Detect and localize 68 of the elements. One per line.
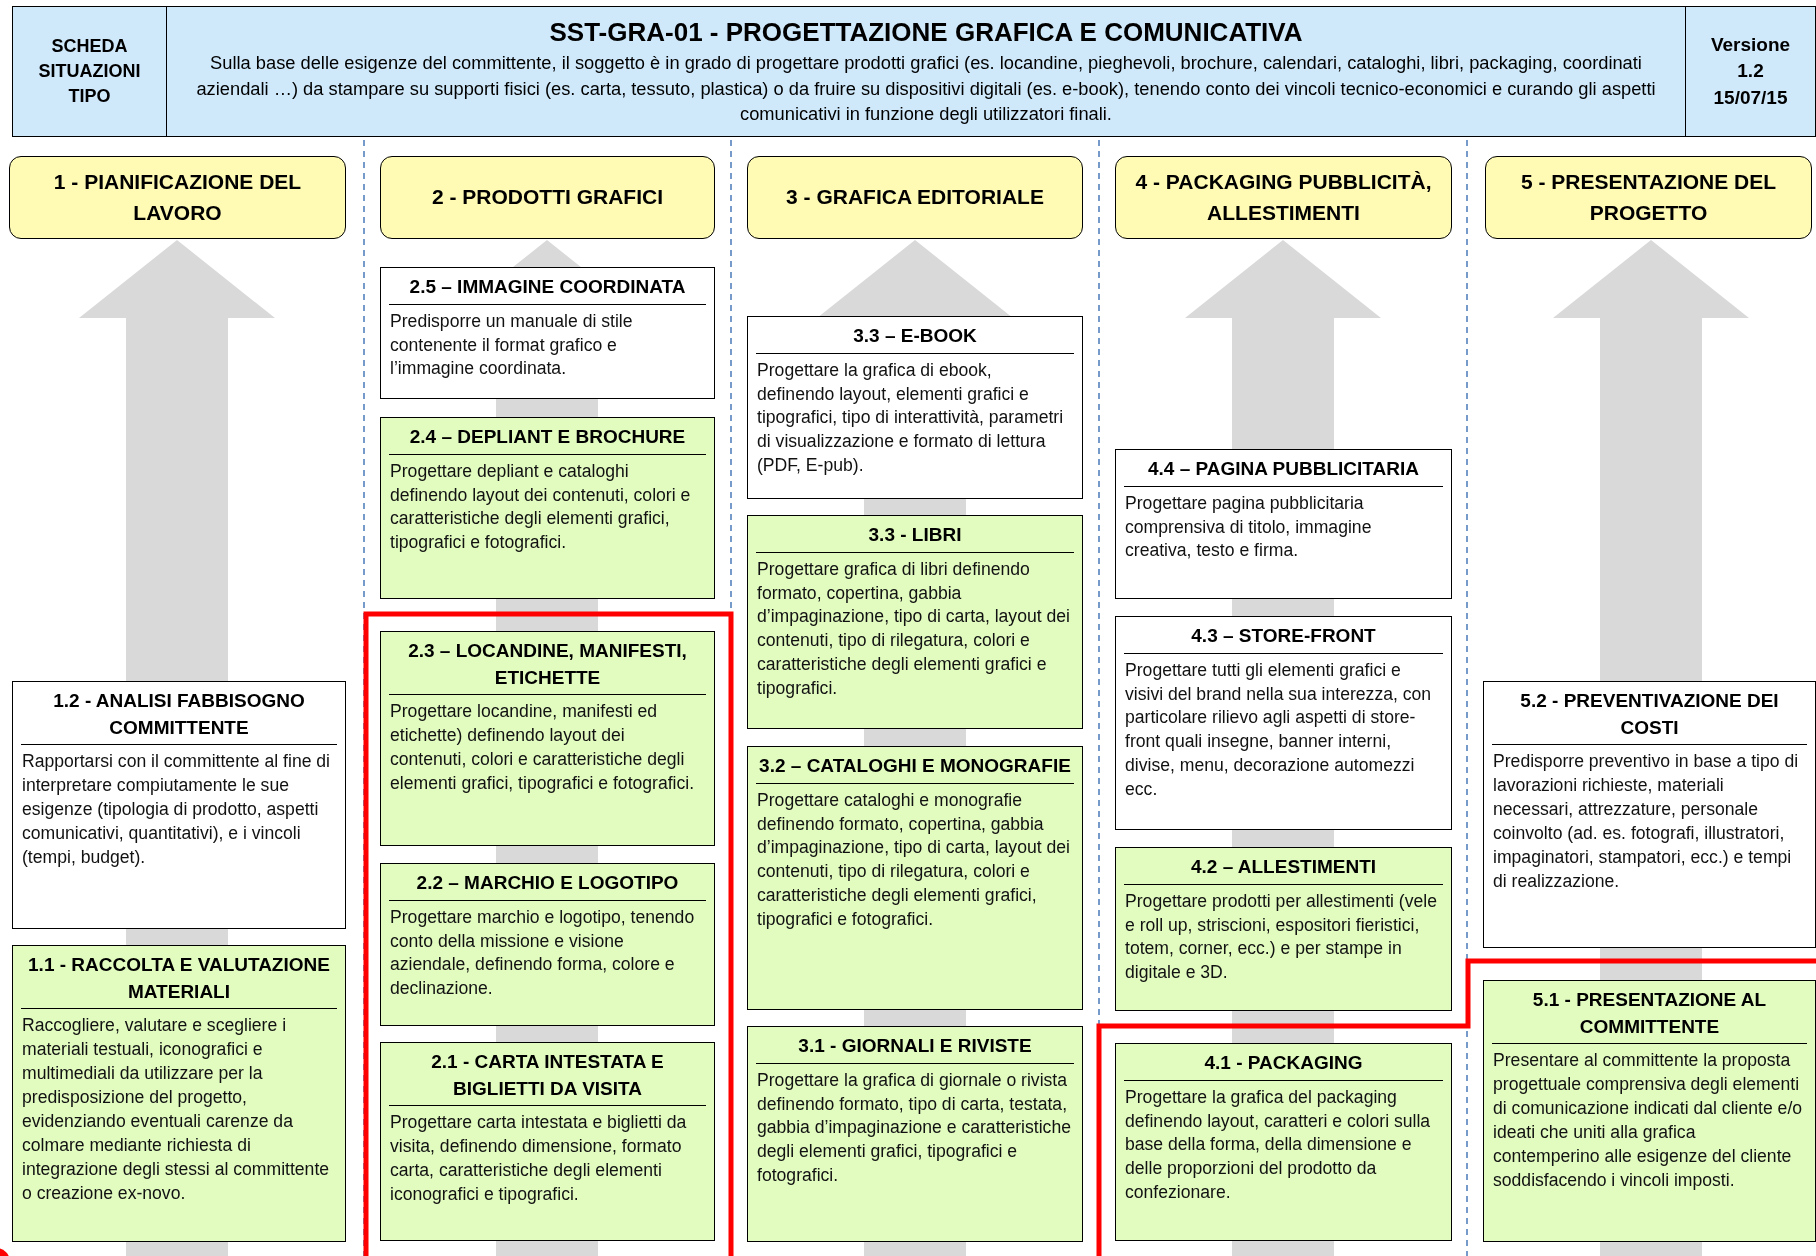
sheet-title: SST-GRA-01 - PROGETTAZIONE GRAFICA E COMUNICATIVA xyxy=(548,16,1304,50)
task-card xyxy=(1115,616,1452,830)
task-title: 4.3 – STORE-FRONT xyxy=(1124,623,1443,654)
task-card xyxy=(380,863,715,1026)
task-card xyxy=(380,417,715,599)
task-card xyxy=(380,267,715,399)
task-description: Progettare grafica di libri definendo formato, copertina, gabbia d’impaginazione, tipo di carta, layout dei contenuti, tipo di rilegatura, colori e caratteristiche degli elementi grafici e tipografici. xyxy=(756,557,1071,701)
task-card xyxy=(747,515,1083,729)
task-card xyxy=(747,316,1083,499)
task-description: Progettare carta intestata e biglietti da visita, definendo dimensione, formato carta, caratteristiche degli elementi iconografici e tipografici. xyxy=(389,1111,688,1206)
phase-header xyxy=(1115,156,1452,239)
task-card xyxy=(1115,449,1452,599)
task-description: Progettare locandine, manifesti ed etichette) definendo layout dei contenuti, colori e caratteristiche degli elementi grafici, tipografici e fotografici. xyxy=(389,700,696,795)
task-description: Progettare tutti gli elementi grafici e visivi del brand nella sua interezza, con particolare rilievo agli aspetti di store-front quali insegne, banner interni, divise, menu, decorazione automezzi ecc. xyxy=(1124,658,1433,802)
task-title: 3.3 - LIBRI xyxy=(756,522,1074,553)
phase-label: 3 - GRAFICA EDITORIALE xyxy=(786,184,1044,211)
task-title: 2.4 – DEPLIANT E BROCHURE xyxy=(389,424,706,455)
task-title: 5.2 - PREVENTIVAZIONE DEI COSTI xyxy=(1492,688,1807,746)
phase-label: 5 - PRESENTAZIONE DEL PROGETTO xyxy=(1519,169,1778,226)
task-title: 1.1 - RACCOLTA E VALUTAZIONE MATERIALI xyxy=(21,952,337,1010)
task-description: Presentare al committente la proposta progettuale comprensiva degli elementi di comunicazione indicati dal cliente e/o ideati che uniti alla grafica contemperino alle esigenze del cliente soddisfacendo i vincoli imposti. xyxy=(1492,1049,1804,1192)
task-card xyxy=(12,681,346,929)
task-title: 2.3 – LOCANDINE, MANIFESTI, ETICHETTE xyxy=(389,638,706,696)
task-card xyxy=(1115,1043,1452,1241)
header-cell xyxy=(166,6,1686,137)
task-card xyxy=(1115,847,1452,1011)
phase-header xyxy=(1485,156,1812,239)
task-title: 4.2 – ALLESTIMENTI xyxy=(1124,854,1443,885)
header-label: SCHEDA SITUAZIONI TIPO xyxy=(37,34,142,109)
task-title: 3.2 – CATALOGHI E MONOGRAFIE xyxy=(756,753,1074,784)
phase-label: 4 - PACKAGING PUBBLICITÀ, ALLESTIMENTI xyxy=(1134,169,1433,226)
task-description: Progettare prodotti per allestimenti (vele e roll up, striscioni, espositori fieristici, totem, corner, ecc.) e per stampe in digitale e 3D. xyxy=(1124,889,1438,985)
task-card xyxy=(12,945,346,1242)
phase-header xyxy=(9,156,346,239)
task-title: 4.4 – PAGINA PUBBLICITARIA xyxy=(1124,456,1443,487)
task-description: Predisporre un manuale di stile contenente il format grafico e l’immagine coordinata. xyxy=(389,309,634,381)
task-title: 4.1 - PACKAGING xyxy=(1124,1050,1443,1081)
task-card xyxy=(1483,681,1816,948)
task-description: Progettare cataloghi e monografie definendo formato, copertina, gabbia d’impaginazione, tipo di carta, layout dei contenuti, tipo di rilegatura, colori e caratteristiche degli elementi grafici, tipografici e fotografici. xyxy=(756,788,1071,932)
phase-header xyxy=(747,156,1083,239)
task-description: Progettare pagina pubblicitaria comprensiva di titolo, immagine creativa, testo e firma. xyxy=(1124,491,1373,563)
task-title: 1.2 - ANALISI FABBISOGNO COMMITTENTE xyxy=(21,688,337,746)
task-description: Progettare la grafica di ebook, definendo layout, elementi grafici e tipografici, tipo di interattività, parametri di visualizzazione e formato di lettura (PDF, E-pub). xyxy=(756,358,1065,478)
task-card xyxy=(1483,980,1816,1242)
task-description: Raccogliere, valutare e scegliere i materiali testuali, iconografici e multimediali da utilizzare per la predisposizione del progetto, evidenziando eventuali carenze da colmare mediante richiesta di integrazione degli stessi al committente o creazione ex-novo. xyxy=(21,1014,331,1205)
task-card xyxy=(380,631,715,846)
task-title: 3.1 - GIORNALI E RIVISTE xyxy=(756,1033,1074,1064)
task-description: Progettare la grafica di giornale o rivista definendo formato, tipo di carta, testata, gabbia d’impaginazione e caratteristiche degli elementi grafici, tipografici e fotografici. xyxy=(756,1068,1072,1188)
task-description: Progettare la grafica del packaging definendo layout, caratteri e colori sulla base della forma, della dimensione e delle proporzioni del prodotto da confezionare. xyxy=(1124,1085,1432,1205)
phase-label: 2 - PRODOTTI GRAFICI xyxy=(432,184,663,211)
task-description: Progettare depliant e cataloghi definendo layout dei contenuti, colori e caratteristiche degli elementi grafici, tipografici e fotografici. xyxy=(389,459,692,555)
header-cell xyxy=(1685,6,1816,137)
task-card xyxy=(380,1042,715,1241)
header-cell xyxy=(12,6,167,137)
task-title: 2.1 - CARTA INTESTATA E BIGLIETTI DA VISITA xyxy=(389,1049,706,1107)
sheet-description: Sulla base delle esigenze del committente, il soggetto è in grado di progettare prodotti grafici (es. locandine, pieghevoli, brochure, calendari, cataloghi, libri, packaging, coordinati aziendali …) da stampare su supporti fisici (es. carta, tessuto, plastica) o da fruire su dispositivi digitali (es. e-book), tenendo conto dei vincoli tecnico-economici e curando gli aspetti comunicativi in funzione degli utilizzatori finali. xyxy=(195,51,1657,127)
phase-label: 1 - PIANIFICAZIONE DEL LAVORO xyxy=(52,169,303,226)
task-title: 5.1 - PRESENTAZIONE AL COMMITTENTE xyxy=(1492,987,1807,1045)
task-description: Predisporre preventivo in base a tipo di lavorazioni richieste, materiali necessari, attrezzature, personale coinvolto (ad. es. fotografi, illustratori, impaginatori, stampatori, ecc.) e tempi di realizzazione. xyxy=(1492,750,1800,893)
task-card xyxy=(747,746,1083,1010)
task-title: 2.2 – MARCHIO E LOGOTIPO xyxy=(389,870,706,901)
task-title: 3.3 – E-BOOK xyxy=(756,323,1074,354)
header-label: Versione 1.2 15/07/15 xyxy=(1709,32,1792,110)
task-card xyxy=(747,1026,1083,1242)
task-title: 2.5 – IMMAGINE COORDINATA xyxy=(389,274,706,305)
task-description: Rapportarsi con il committente al fine di interpretare compiutamente le sue esigenze (tipologia di prodotto, aspetti comunicativi, quantitativi), e i vincoli (tempi, budget). xyxy=(21,750,332,869)
task-description: Progettare marchio e logotipo, tenendo conto della missione e visione aziendale, definendo forma, colore e declinazione. xyxy=(389,905,696,1001)
phase-header xyxy=(380,156,715,239)
